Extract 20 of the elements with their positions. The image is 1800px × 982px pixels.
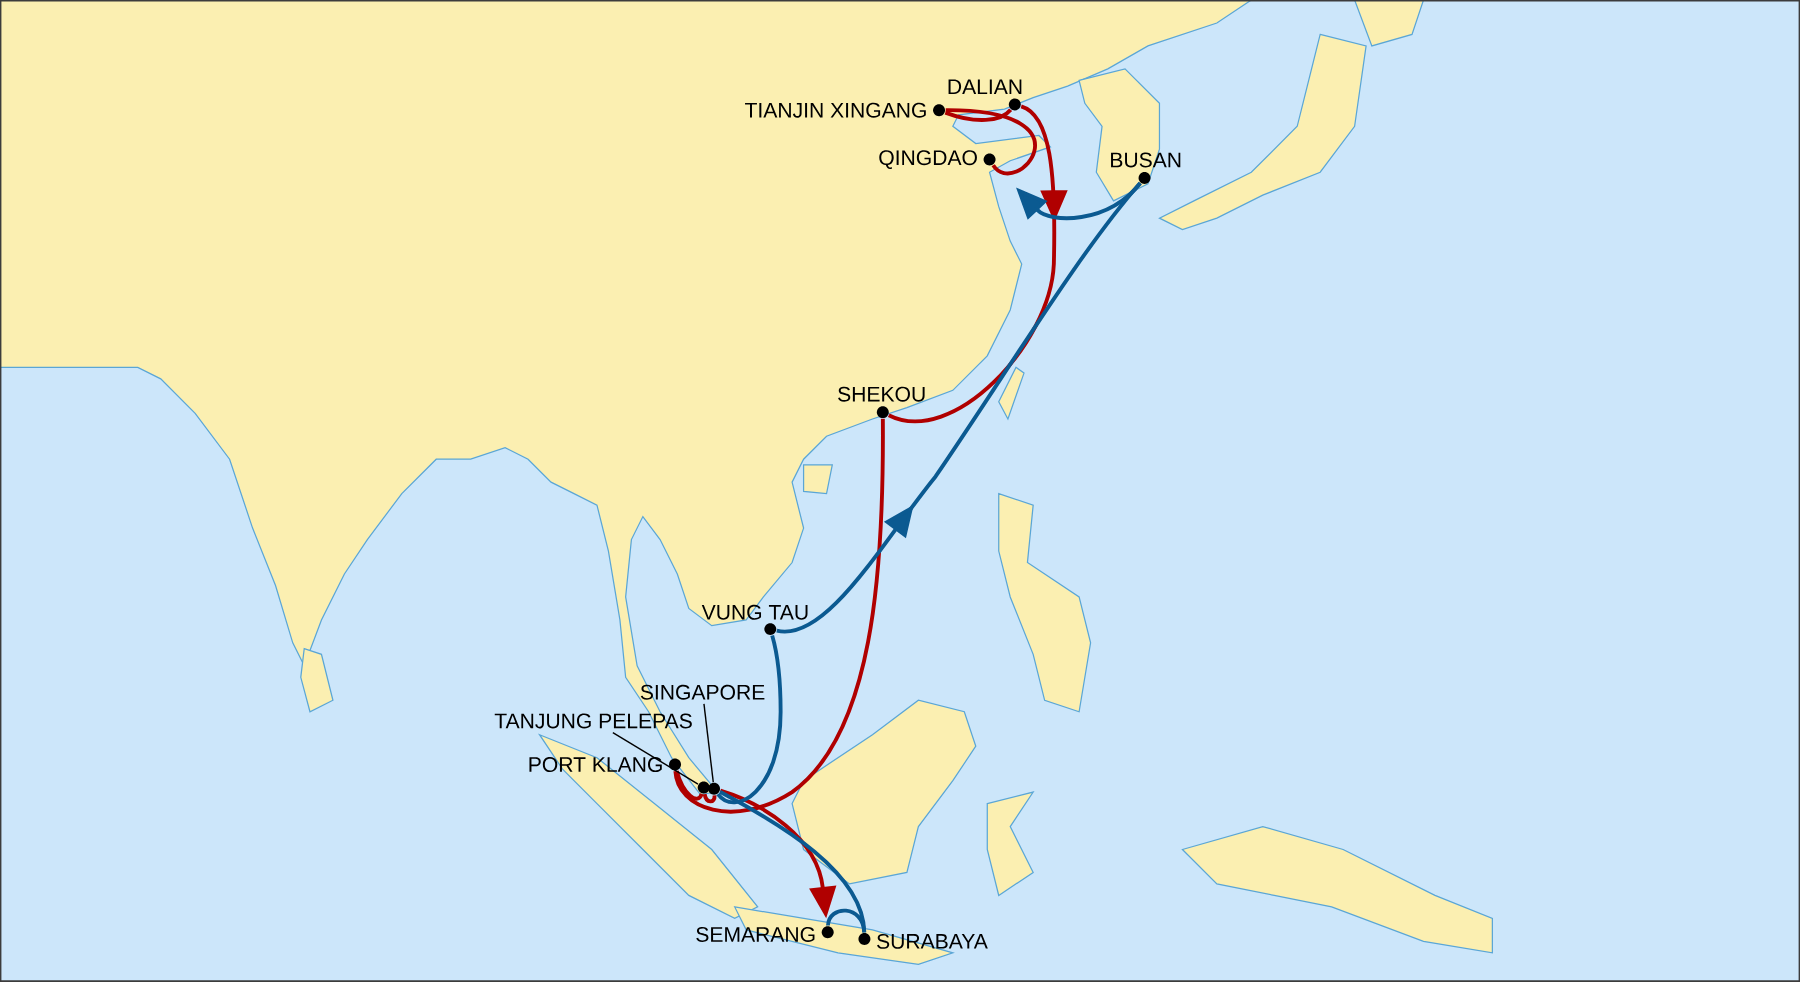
port-label: SEMARANG: [696, 927, 815, 943]
port-label: SINGAPORE: [640, 685, 765, 700]
port-label: BUSAN: [1111, 152, 1181, 168]
route-line: [674, 770, 704, 801]
route-line: [673, 419, 885, 814]
leader-line: [703, 703, 714, 783]
port-label: SURABAYA: [877, 934, 988, 950]
port-label: TIANJIN XINGANG: [745, 103, 926, 118]
port-label: VUNG TAU: [701, 605, 808, 620]
port-label: TANJUNG PELEPAS: [494, 713, 692, 729]
route-line: [716, 635, 783, 805]
route-line: [944, 108, 1013, 123]
route-line: [702, 793, 717, 804]
leader-line: [612, 732, 699, 785]
port-label: QINGDAO: [879, 150, 977, 170]
route-line: [719, 790, 867, 933]
port-label: DALIAN: [948, 79, 1022, 95]
route-line: [888, 104, 1068, 423]
port-label: PORT KLANG: [529, 757, 662, 773]
port-label: SHEKOU: [838, 386, 925, 402]
